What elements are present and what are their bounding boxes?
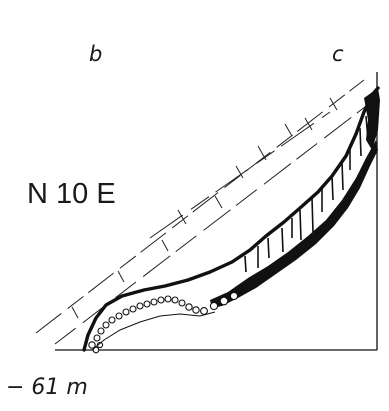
rock-floor-band	[210, 140, 378, 308]
dripstones	[244, 115, 369, 273]
dripstone	[299, 209, 302, 241]
dripstone	[281, 227, 284, 253]
boulder	[157, 296, 165, 304]
dripstone	[311, 197, 314, 233]
boulder	[129, 305, 137, 313]
boulder	[108, 316, 116, 324]
joint	[214, 195, 223, 209]
dripstone	[267, 237, 270, 259]
boulder	[122, 308, 130, 316]
joint	[161, 239, 169, 252]
boulder	[150, 298, 158, 306]
joint	[71, 306, 79, 319]
boulder	[178, 299, 186, 307]
joint	[284, 123, 293, 137]
boulder	[143, 300, 151, 308]
joint	[117, 270, 125, 283]
orientation-label: N 10 E	[27, 178, 116, 210]
depth-label: − 61 m	[6, 375, 88, 400]
boulder	[136, 302, 144, 310]
boulder	[209, 301, 219, 311]
bedding-planes	[35, 79, 375, 345]
bedding-line-upper	[35, 79, 365, 334]
boulder	[192, 306, 200, 314]
joint	[257, 145, 267, 161]
rubble-boulders	[88, 291, 239, 354]
bedding-line-inner	[149, 111, 331, 239]
dripstone	[244, 255, 247, 273]
boulder	[115, 312, 123, 320]
joint	[304, 117, 313, 131]
boulder	[102, 321, 110, 329]
boulder	[229, 291, 239, 301]
boulder	[88, 341, 96, 349]
section-marker-c: c	[332, 42, 344, 66]
joint	[177, 209, 187, 225]
boulder	[97, 327, 105, 335]
joint	[329, 97, 338, 111]
boulder	[185, 303, 193, 311]
rock-wall-upper-right	[364, 88, 380, 150]
boulder	[200, 307, 208, 315]
profile-line	[82, 86, 380, 352]
dripstone	[359, 127, 362, 157]
section-marker-b: b	[89, 42, 103, 66]
boulder	[219, 296, 229, 306]
bedding-joints	[71, 97, 338, 319]
boulder	[171, 296, 179, 304]
boulder	[93, 334, 101, 342]
dripstone	[331, 175, 334, 201]
boulder	[164, 295, 172, 303]
dripstone	[341, 161, 344, 191]
cave-floor-line	[91, 311, 216, 351]
joint	[235, 165, 244, 179]
